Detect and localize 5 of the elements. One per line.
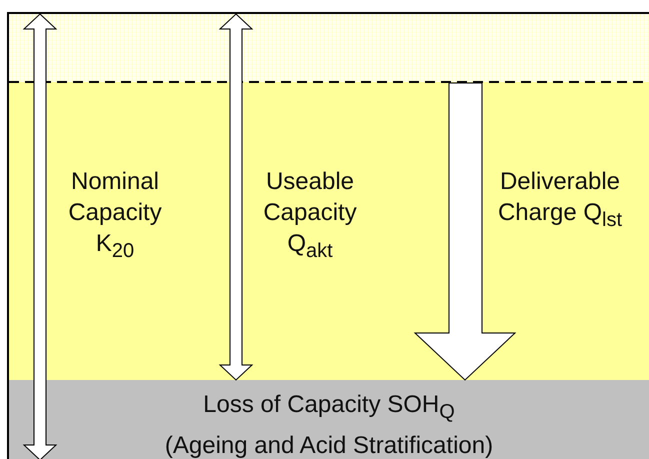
deliverable-charge-label: Deliverable Charge Q$_{lst}$ bbox=[496, 167, 624, 233]
band-text: Loss of Capacity SOH$_{Q}$ (Ageing and Acid Stratification) bbox=[164, 390, 494, 459]
capacity-loss-band bbox=[9, 380, 649, 459]
nominal-capacity-label: Nominal Capacity K$_{20}$ bbox=[67, 167, 163, 264]
useable-capacity-label: Useable Capacity Q$_{akt}$ bbox=[262, 167, 358, 264]
